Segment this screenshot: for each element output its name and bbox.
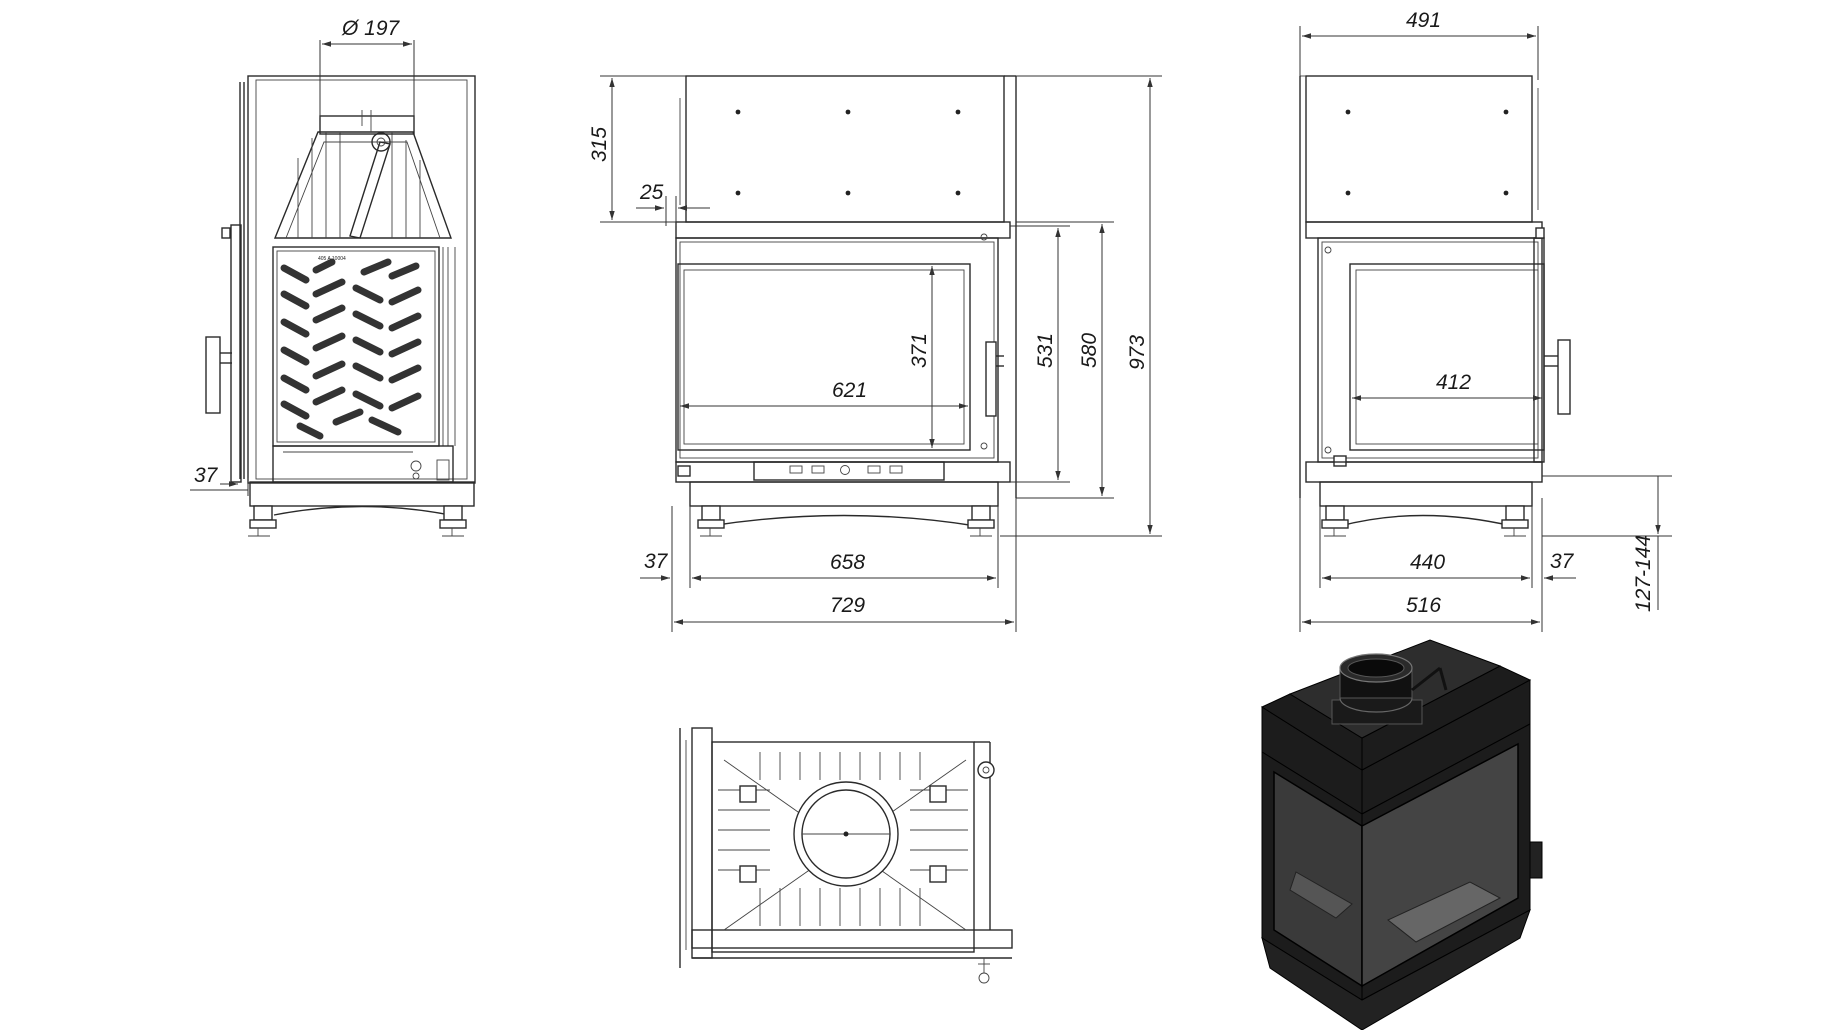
side-section-view: 405 A 10004 [205,75,476,537]
side-glass-width-label: 412 [1436,371,1471,394]
dimension-front-inner-width: 658 [692,506,999,588]
side-offset-left-label: 37 [194,464,219,487]
flue-diameter-label: Ø 197 [341,17,401,40]
dimension-glass-width: 621 [680,379,968,409]
glass-height-label: 371 [908,333,931,368]
dimension-side-total-width: 516 [1299,498,1540,632]
chevron-pattern [280,258,422,440]
dimension-glass-height: 371 [908,266,935,448]
glass-width-label: 621 [832,379,867,402]
side-total-width-label: 516 [1406,594,1441,617]
door-height-label: 531 [1034,333,1057,368]
front-inner-width-label: 658 [830,551,865,574]
side-inner-width-label: 440 [1410,551,1445,574]
dimension-flue-diameter: Ø 197 [319,17,415,118]
dimension-top-height: 315 [588,75,686,223]
total-height-label: 973 [1126,335,1149,370]
leg-adjust-label: 127-144 [1632,535,1655,612]
top-step-label: 25 [639,181,664,204]
dimension-total-height: 973 [1000,75,1162,537]
dimension-side-offset-right: 37 [1506,498,1576,632]
front-total-width-label: 729 [830,594,865,617]
dimension-body-height: 580 [1016,221,1114,499]
dimension-side-glass-width: 412 [1352,371,1542,401]
top-view [679,727,1013,984]
top-height-label: 315 [588,127,611,162]
dimension-side-inner-width: 440 [1319,506,1533,588]
right-side-view [1299,75,1571,537]
dimension-leg-adjust: 127-144 [1542,475,1672,612]
body-height-label: 580 [1078,333,1101,368]
side-top-width-label: 491 [1406,9,1441,32]
bolt-dots [735,109,961,196]
front-view [675,75,1017,537]
dimension-side-top-width: 491 [1299,9,1539,80]
dimension-side-offset-left: 37 [190,464,249,496]
dimension-front-total-width: 729 [674,498,1017,632]
front-bottom-offset-label: 37 [644,550,669,573]
dimension-door-height: 531 [1010,225,1070,483]
dimension-top-step: 25 [636,181,710,226]
fireplace-render [1260,639,1543,1030]
side-offset-right-label: 37 [1550,550,1575,573]
